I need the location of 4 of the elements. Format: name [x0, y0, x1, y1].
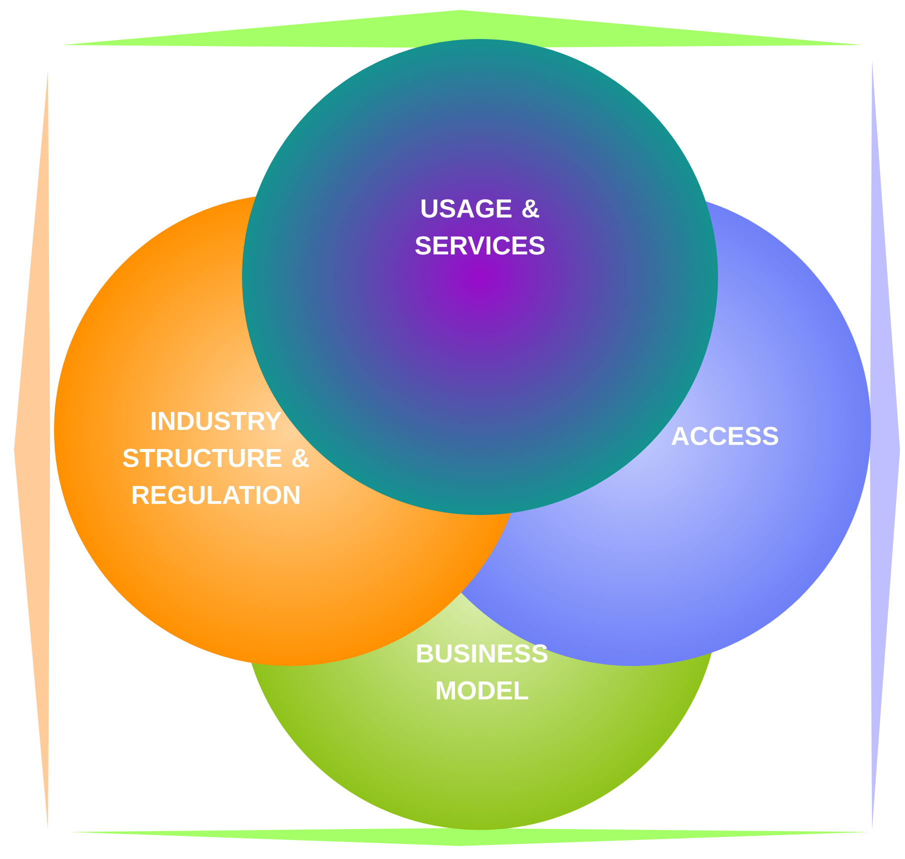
- circle-label: USAGE & SERVICES: [415, 199, 544, 255]
- circle-label: INDUSTRY STRUCTURE & REGULATION: [122, 412, 310, 504]
- circle-label: ACCESS: [671, 426, 778, 446]
- circle-label: BUSINESS MODEL: [417, 644, 548, 700]
